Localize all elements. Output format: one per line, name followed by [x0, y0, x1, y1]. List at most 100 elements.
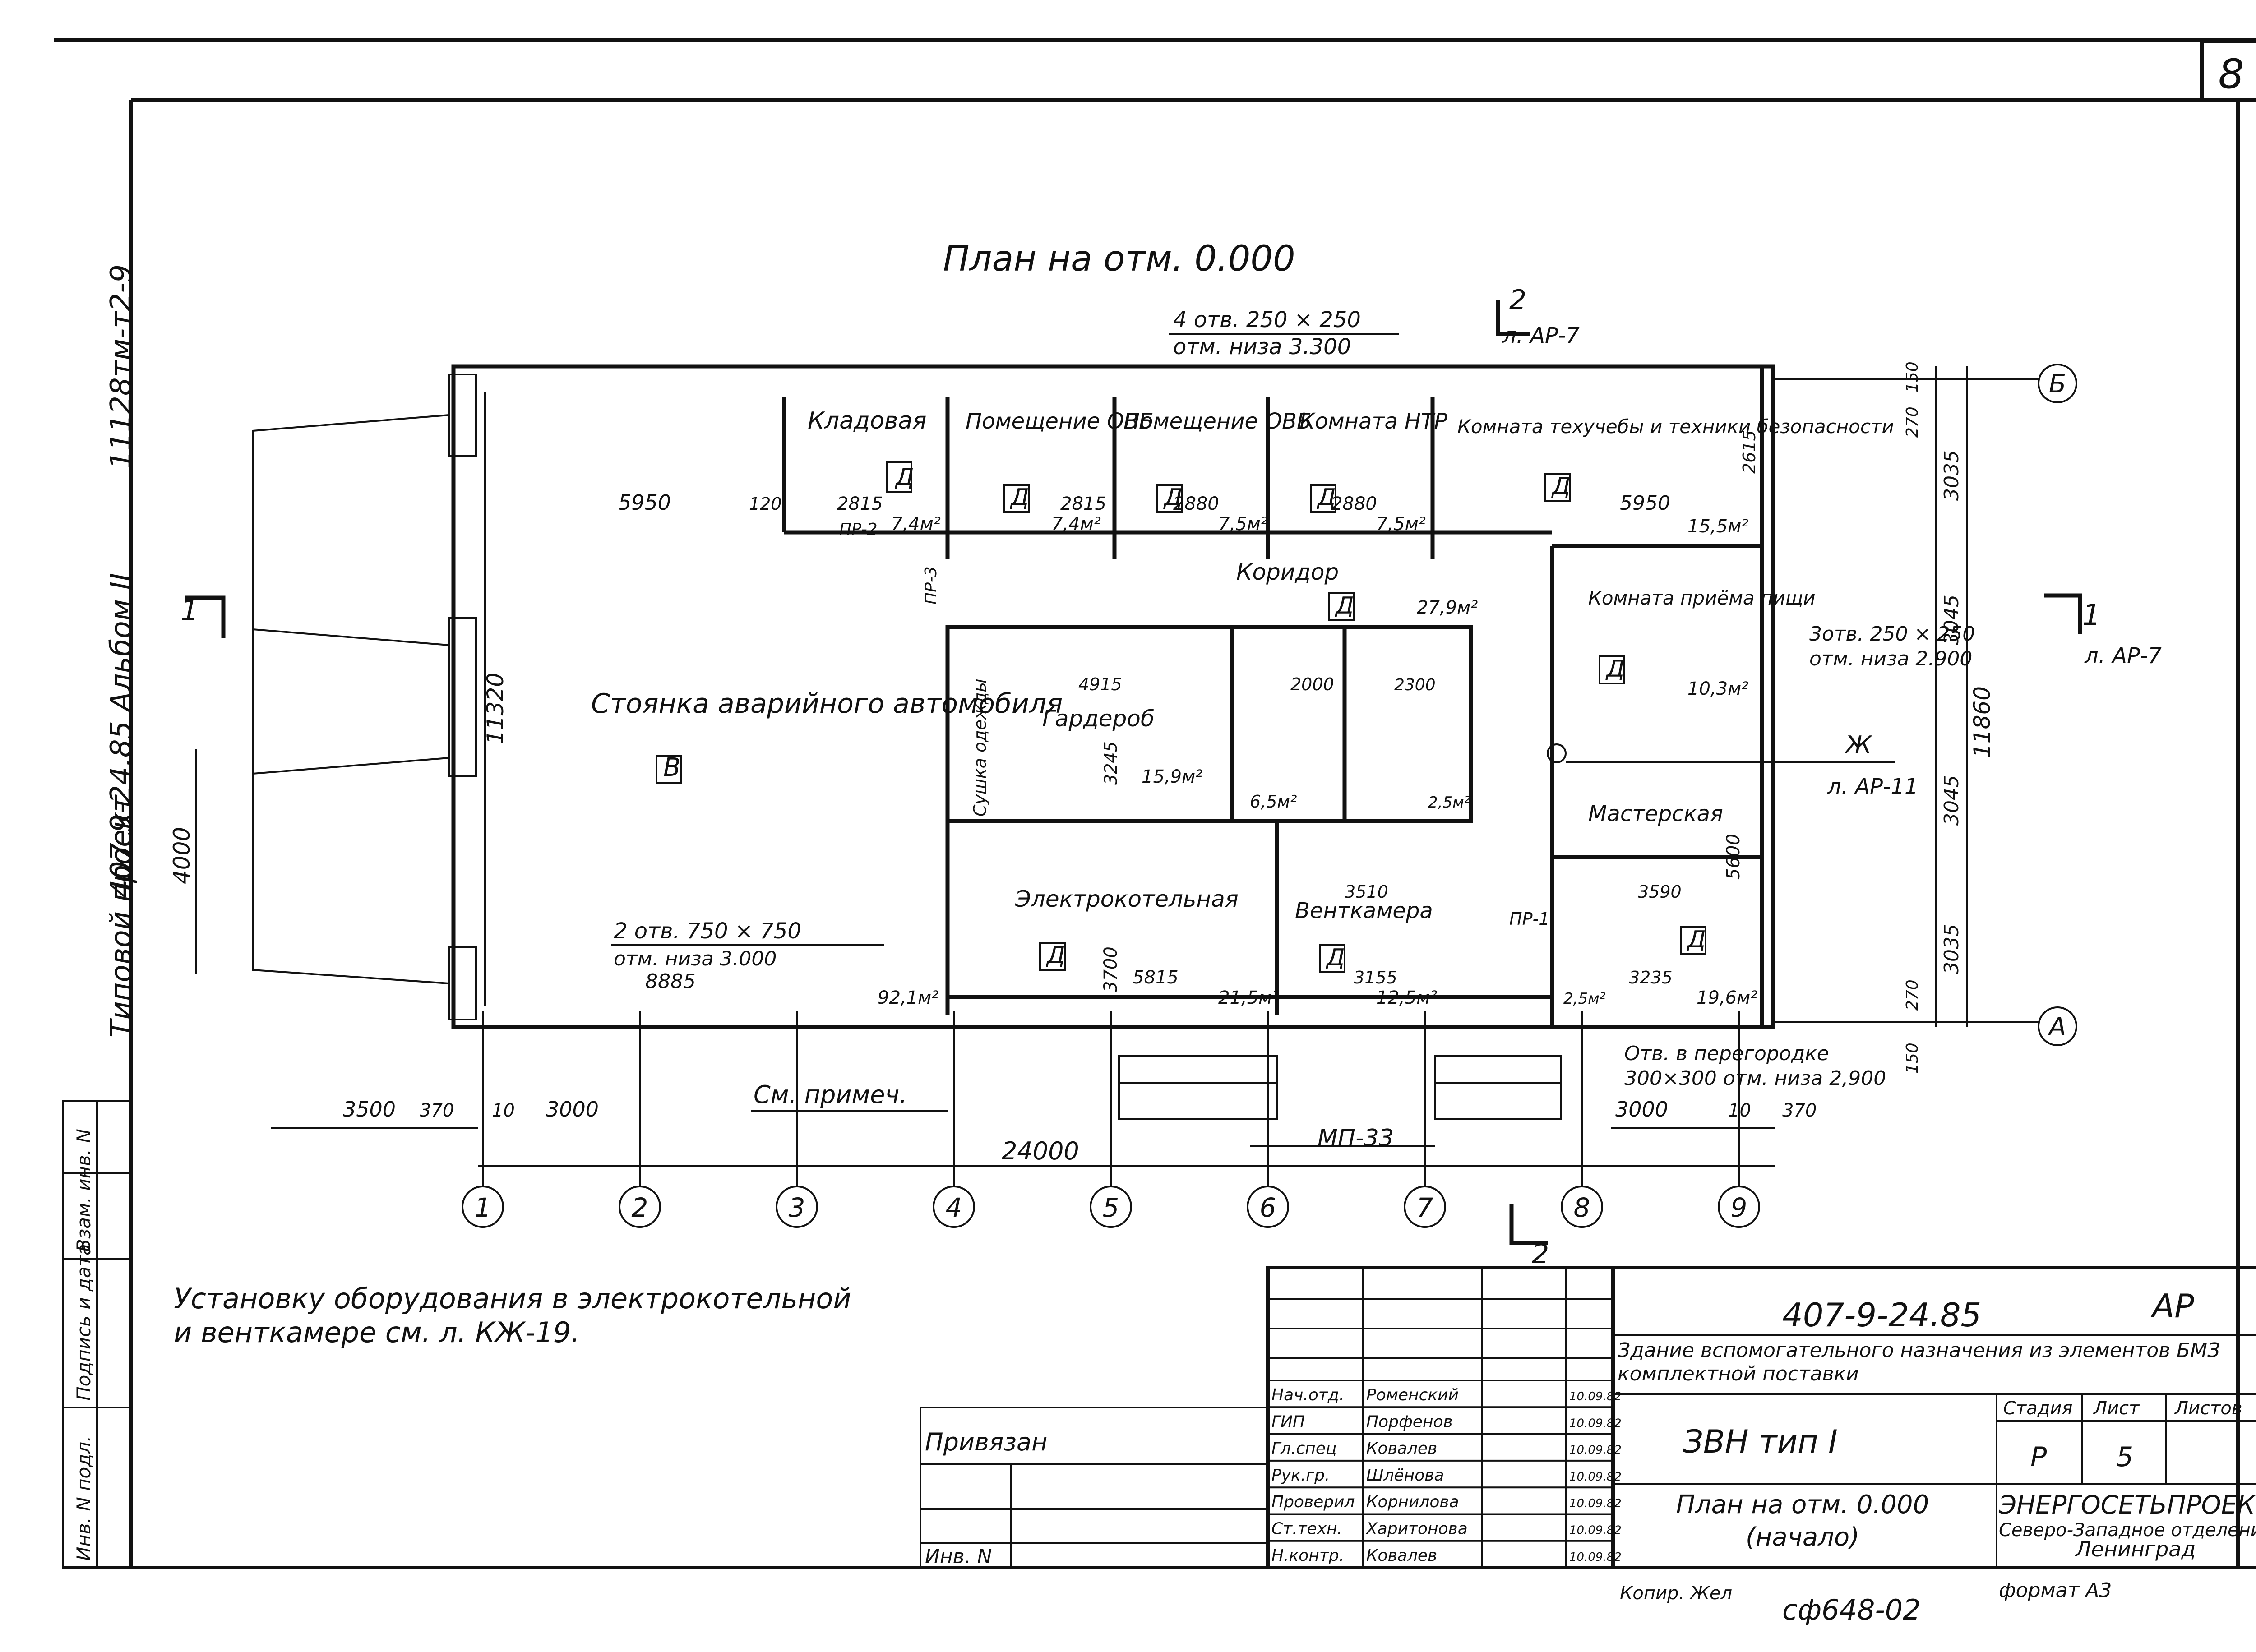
axis-label-5: 5	[1103, 1192, 1119, 1223]
signer-date: 10.09.82	[1569, 1550, 1622, 1564]
room-dining-cat: Д	[1605, 655, 1625, 683]
callout-openings-top-2: отм. низа 3.300	[1173, 334, 1351, 360]
dim-right-3035-top: 3035	[1940, 450, 1963, 501]
dim-3235: 3235	[1629, 968, 1673, 988]
sheet-number: 8	[2218, 51, 2244, 98]
room-workshop-area: 19,6м²	[1697, 988, 1757, 1008]
signer-date: 10.09.82	[1569, 1390, 1622, 1403]
tb-head-sheets: Листов	[2174, 1398, 2242, 1419]
dim-3590: 3590	[1638, 882, 1682, 902]
dim-3245: 3245	[1101, 741, 1121, 785]
dim-top-2815-b: 2815	[1060, 494, 1106, 514]
callout-partition-1: Отв. в перегородке	[1624, 1042, 1829, 1065]
dimension-lines	[195, 366, 1968, 1167]
room-boiler-cat: Д	[1046, 942, 1065, 969]
dim-5815: 5815	[1133, 967, 1179, 988]
area-small-2: 2,5м²	[1428, 794, 1470, 812]
axis-label-a: А	[2048, 1012, 2066, 1042]
section-marker-bottom: 2	[1509, 1204, 1549, 1270]
axis-label-9: 9	[1731, 1192, 1747, 1223]
room-dining: Комната приёма пищи	[1588, 587, 1816, 609]
dim-overall: 24000	[1002, 1137, 1079, 1165]
signer-name: Корнилова	[1366, 1493, 1459, 1511]
dim-right-270-bottom: 270	[1903, 979, 1922, 1011]
dim-2000: 2000	[1290, 674, 1334, 694]
room-vent-area: 12,5м²	[1376, 988, 1437, 1008]
room-workshop-cat: Д	[1687, 926, 1706, 953]
dim-left-height: 11320	[482, 673, 509, 744]
tb-drawing-name: План на отм. 0.000 (начало)	[1676, 1490, 1929, 1552]
room-ovb-1-cat: Д	[1010, 484, 1029, 511]
detail-marker: Ж л. АР-11	[1547, 731, 1918, 799]
room-ntr: Комната НТР	[1299, 409, 1447, 434]
signer-name: Шлёнова	[1366, 1466, 1444, 1485]
tb-mark: АР	[2150, 1287, 2194, 1325]
room-vent: Венткамера	[1295, 898, 1433, 923]
dim-2300: 2300	[1394, 676, 1436, 694]
axis-marker-9	[1718, 1186, 1760, 1228]
tb-stage: Р	[2030, 1441, 2047, 1473]
gate-bays	[252, 374, 477, 1020]
tb-org-3: Ленинград	[2075, 1537, 2196, 1561]
signer-name: Ковалев	[1366, 1440, 1437, 1458]
room-parking-cat: В	[663, 753, 680, 782]
svg-text:л. АР-11: л. АР-11	[1827, 774, 1918, 799]
room-boiler-area: 21,5м²	[1218, 988, 1279, 1008]
signer-date: 10.09.82	[1569, 1497, 1622, 1510]
stamp-inv-original: Инв. N подл.	[73, 1436, 95, 1561]
callout-partition-2: 300×300 отм. низа 2,900	[1624, 1067, 1886, 1090]
room-wardrobe-area: 15,9м²	[1142, 766, 1202, 787]
dim-right-3045-a: 3045	[1940, 595, 1963, 645]
dim-top-2615: 2615	[1739, 430, 1759, 474]
svg-text:2: 2	[1532, 1238, 1549, 1270]
signer-name: Порфенов	[1366, 1412, 1453, 1431]
dim-4915: 4915	[1078, 674, 1122, 694]
room-ovb-1: Помещение ОВБ	[966, 409, 1154, 434]
tb-head-stage: Стадия	[2003, 1398, 2072, 1419]
signer-name: Ковалев	[1366, 1546, 1437, 1565]
signer-role: Нач.отд.	[1271, 1386, 1344, 1404]
dim-depth: 11860	[1969, 686, 1995, 758]
signer-role: Гл.спец	[1271, 1440, 1337, 1458]
signer-date: 10.09.82	[1569, 1470, 1622, 1484]
svg-text:л. АР-7: л. АР-7	[1502, 323, 1580, 348]
svg-text:1: 1	[180, 594, 199, 628]
dim-right-150-top: 150	[1903, 361, 1922, 392]
room-ovb-2-area: 7,5м²	[1218, 514, 1268, 535]
dim-top-5950-right: 5950	[1620, 492, 1670, 515]
section-marker-top: 2 л. АР-7	[1496, 284, 1580, 348]
axis-marker-1	[462, 1186, 504, 1228]
dim-bottom-10-right: 10	[1728, 1100, 1751, 1121]
tb-archive: сф648-02	[1782, 1593, 1921, 1626]
privyazan-inv: Инв. N	[925, 1545, 992, 1568]
room-wardrobe: Гардероб	[1042, 706, 1155, 732]
axis-marker-a	[2038, 1006, 2077, 1046]
door-mark-pr3: ПР-3	[922, 566, 940, 605]
room-corridor-cat: Д	[1335, 592, 1354, 619]
series-label: 11128тм-т2-9	[105, 264, 138, 469]
axis-label-8: 8	[1574, 1192, 1590, 1223]
dim-right-270-top: 270	[1903, 406, 1922, 438]
dim-3510: 3510	[1345, 882, 1388, 902]
dim-bottom-3500: 3500	[343, 1097, 396, 1121]
callout-see-note: См. примеч.	[754, 1080, 907, 1109]
dim-top-5950-left: 5950	[618, 490, 671, 515]
dim-top-2815-a: 2815	[837, 494, 883, 514]
room-safety: Комната техучебы и техники безопасности	[1457, 415, 1894, 438]
axis-marker-6	[1247, 1186, 1289, 1228]
room-kladovaya-area: 7,4м²	[891, 514, 941, 535]
dim-bottom-3000-left: 3000	[546, 1097, 599, 1121]
dim-right-3035-bottom: 3035	[1940, 924, 1963, 974]
dim-bottom-370: 370	[420, 1100, 454, 1121]
axis-label-4: 4	[946, 1192, 962, 1223]
privyazan-title: Привязан	[925, 1428, 1047, 1456]
dim-top-2880-a: 2880	[1173, 494, 1219, 514]
room-ovb-1-area: 7,4м²	[1051, 514, 1101, 535]
dim-bottom-3000-right: 3000	[1615, 1097, 1668, 1121]
tb-copied: Копир. Жел	[1620, 1583, 1732, 1604]
signer-role: Рук.гр.	[1271, 1466, 1330, 1485]
axis-marker-5	[1090, 1186, 1132, 1228]
room-corridor: Коридор	[1236, 559, 1339, 585]
